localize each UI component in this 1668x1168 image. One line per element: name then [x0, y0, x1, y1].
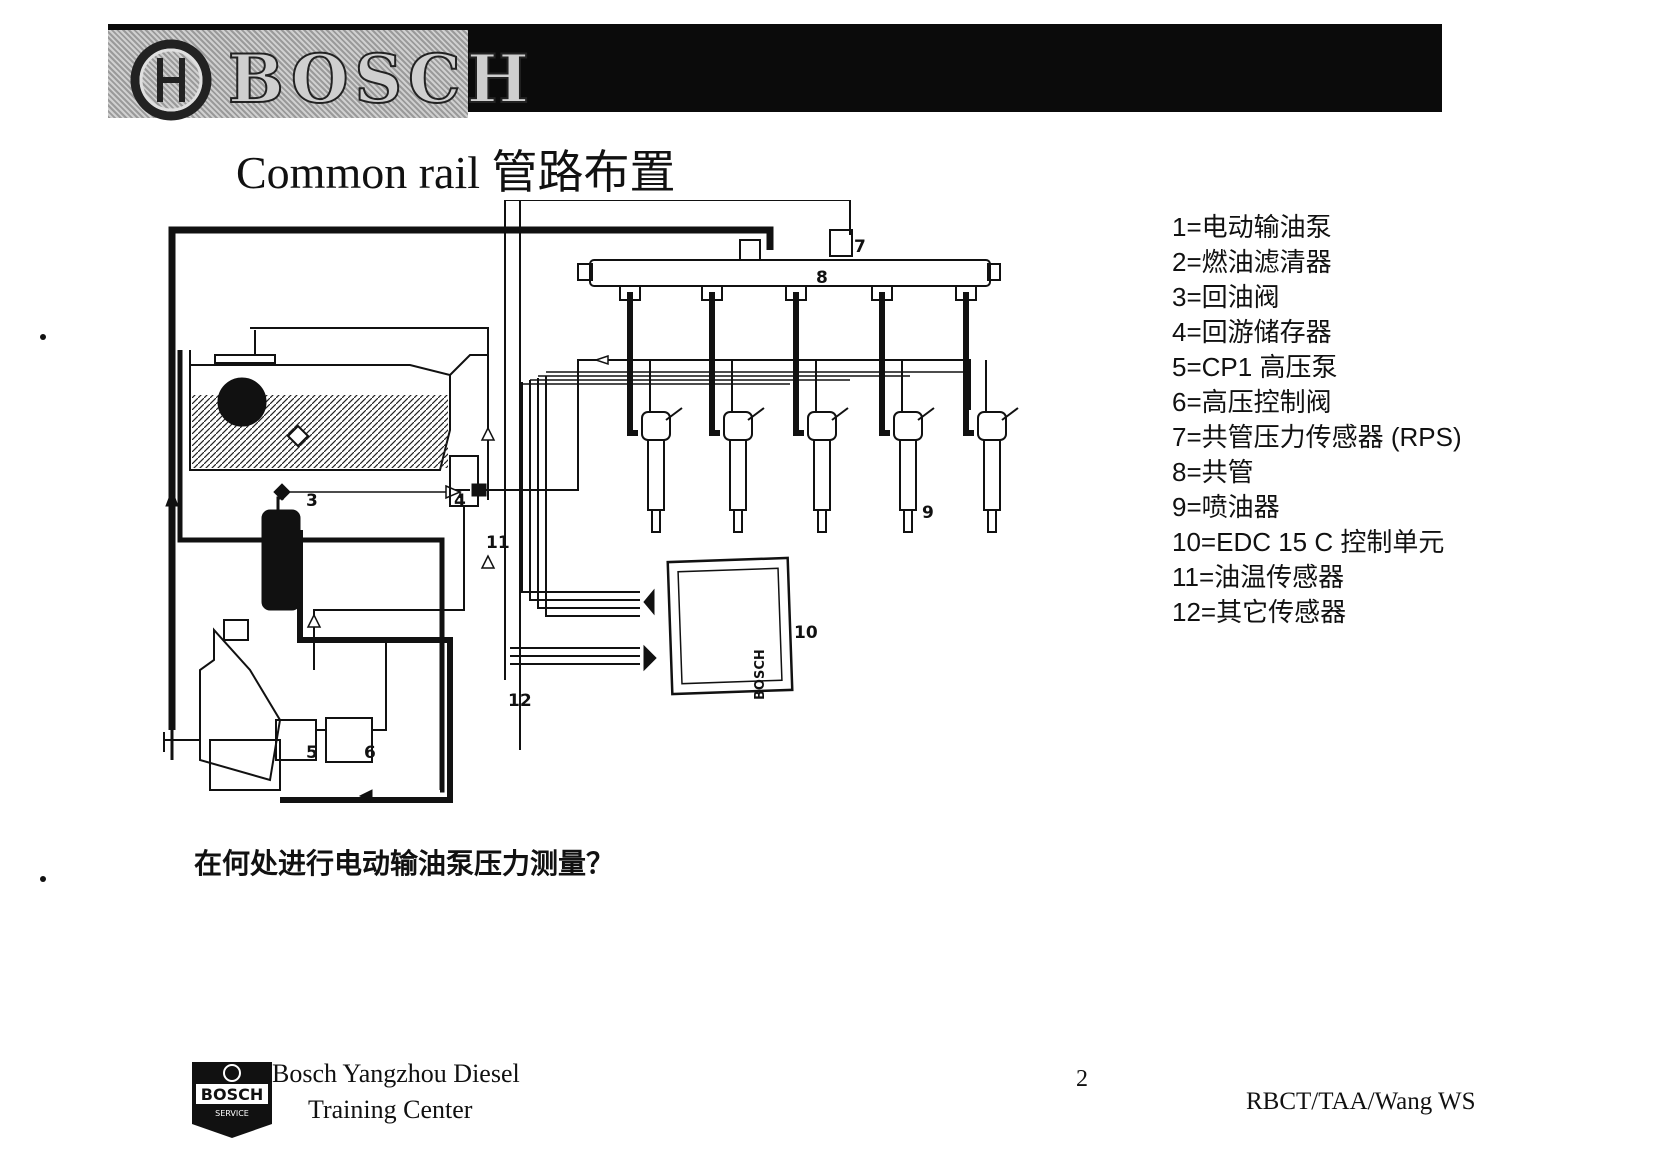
footer-org-line2: Training Center [308, 1095, 473, 1124]
label-4: 4 [454, 491, 466, 511]
rail-pressure-sensor [829, 229, 853, 257]
common-rail-diagram: 3 4 5 6 7 8 9 10 11 12 BOSCH [163, 200, 1070, 803]
label-11: 11 [486, 533, 510, 553]
legend-item: 7=共管压力传感器 (RPS) [1172, 422, 1462, 452]
footer-logo-word: BOSCH [201, 1085, 263, 1104]
edc-control-unit [666, 556, 794, 696]
legend-item: 1=电动输油泵 [1172, 212, 1332, 242]
pressure-control-valve [325, 717, 373, 763]
bosch-service-logo-icon: BOSCH SERVICE [192, 1062, 272, 1138]
bosch-logo-icon [130, 39, 212, 121]
margin-dot [40, 334, 46, 340]
fuel-tank [189, 350, 451, 471]
label-3: 3 [306, 491, 318, 511]
legend-item: 11=油温传感器 [1172, 562, 1345, 592]
footer-org-line1: Bosch Yangzhou Diesel [272, 1059, 520, 1088]
margin-dot [40, 876, 46, 882]
header-brand: BOSCH [227, 39, 536, 119]
label-12: 12 [508, 691, 532, 711]
fuel-filter [261, 509, 301, 611]
label-8: 8 [816, 268, 828, 288]
label-10: 10 [794, 623, 818, 643]
electric-fuel-pump [217, 377, 267, 427]
legend-item: 12=其它传感器 [1172, 597, 1347, 627]
component-legend: 1=电动输油泵 2=燃油滤清器 3=回油阀 4=回游储存器 5=CP1 高压泵 … [1172, 210, 1462, 630]
label-7: 7 [854, 237, 866, 257]
legend-item: 4=回游储存器 [1172, 317, 1332, 347]
label-5: 5 [306, 743, 318, 763]
return-valve [273, 483, 291, 501]
label-9: 9 [922, 503, 934, 523]
legend-item: 6=高压控制阀 [1172, 387, 1332, 417]
legend-item: 10=EDC 15 C 控制单元 [1172, 527, 1445, 557]
question-text: 在何处进行电动输油泵压力测量？ [194, 847, 615, 880]
legend-item: 3=回油阀 [1172, 282, 1280, 312]
supply-line [168, 226, 774, 730]
common-rail [589, 259, 991, 287]
injectors [619, 286, 1018, 532]
label-6: 6 [364, 743, 376, 763]
page-title: Common rail 管路布置 [236, 147, 676, 198]
page-number: 2 [1076, 1066, 1088, 1092]
cp1-high-pressure-pump [199, 627, 282, 782]
footer-organization: Bosch Yangzhou Diesel Training Center [272, 1056, 520, 1128]
legend-item: 8=共管 [1172, 457, 1254, 487]
footer-logo-sub: SERVICE [215, 1109, 249, 1118]
author-code: RBCT/TAA/Wang WS [1246, 1088, 1476, 1115]
legend-item: 9=喷油器 [1172, 492, 1280, 522]
ecu-brand: BOSCH [753, 649, 768, 700]
legend-item: 5=CP1 高压泵 [1172, 352, 1338, 382]
legend-item: 2=燃油滤清器 [1172, 247, 1332, 277]
